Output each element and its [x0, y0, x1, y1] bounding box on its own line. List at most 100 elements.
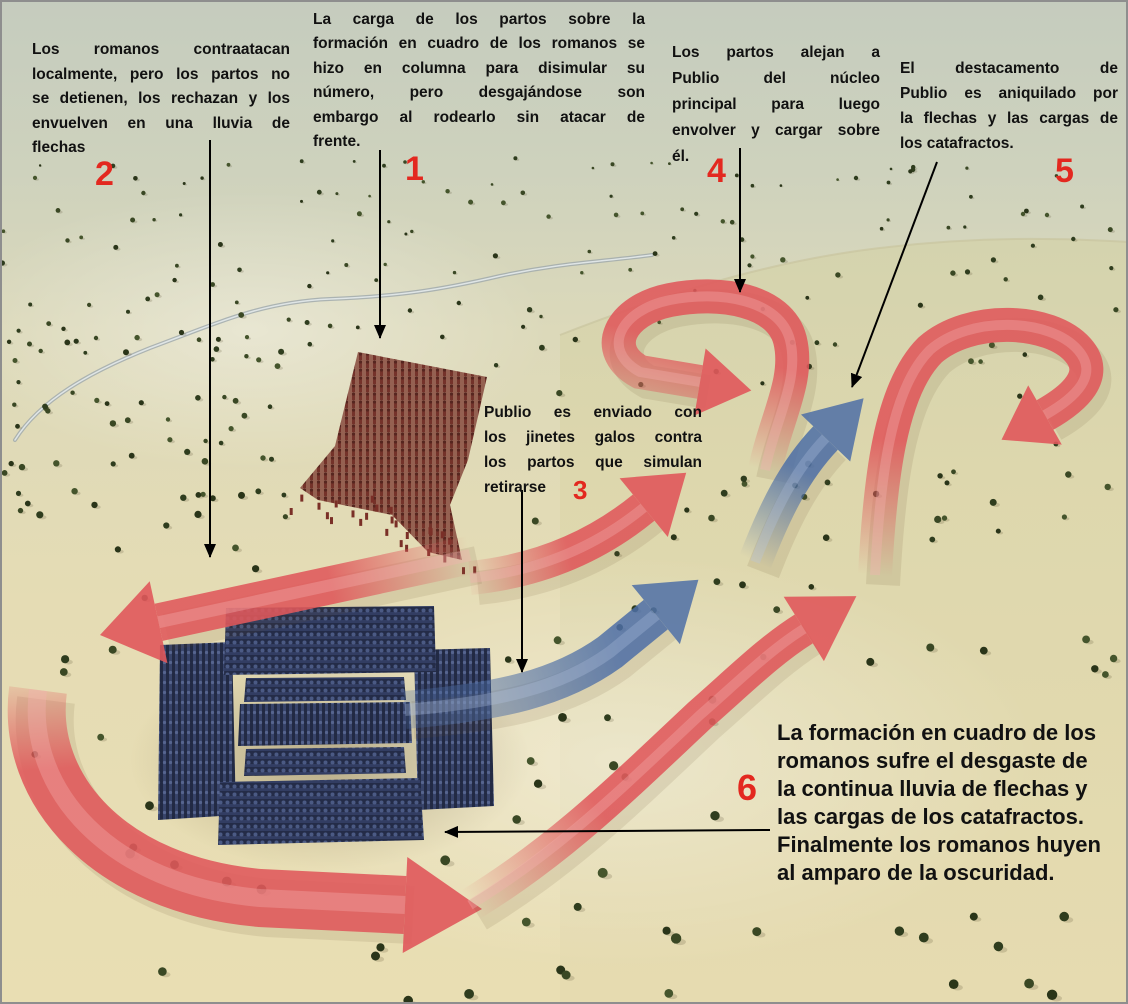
- tree: [808, 584, 815, 590]
- tree: [299, 159, 304, 164]
- tree: [326, 271, 330, 275]
- tree: [182, 182, 186, 185]
- note-line: se detienen, los rechazan y los: [32, 90, 290, 107]
- tree: [114, 546, 121, 553]
- parthian-rider: [365, 512, 369, 520]
- tree: [671, 236, 676, 240]
- tree: [1113, 307, 1119, 313]
- parthian-feigned-retreat-arrow: [468, 472, 687, 605]
- tree: [614, 551, 620, 557]
- tree: [210, 282, 216, 287]
- tree: [134, 334, 140, 341]
- tree: [1109, 266, 1114, 271]
- tree: [344, 263, 349, 267]
- tree: [750, 183, 755, 188]
- tree: [133, 176, 138, 181]
- tree: [668, 162, 671, 166]
- tree: [145, 296, 151, 302]
- tree: [64, 339, 71, 346]
- tree: [879, 226, 884, 231]
- note-line: embargo al rodearlo sin atacar de: [313, 108, 645, 126]
- tree: [720, 219, 725, 224]
- step-number-6: 6: [737, 767, 758, 808]
- parthian-rider: [440, 531, 444, 539]
- tree: [209, 495, 216, 502]
- note-line: número, pero desgajándose son: [313, 84, 645, 102]
- parthian-loop-arrow-left: [601, 279, 818, 484]
- tree: [464, 989, 474, 999]
- tree: [196, 337, 202, 343]
- tree: [513, 156, 518, 161]
- tree: [822, 534, 830, 541]
- tree: [55, 208, 61, 213]
- tree: [210, 357, 215, 362]
- tree: [234, 300, 239, 305]
- parthian-rider: [405, 532, 409, 539]
- note-line: flechas: [32, 139, 86, 156]
- tree: [988, 342, 995, 349]
- note-line: principal para luego: [672, 96, 880, 113]
- tree: [8, 460, 14, 467]
- tree: [662, 926, 671, 935]
- note-4: Los partos alejan a Publio del núcleo pr…: [672, 40, 880, 170]
- tree: [504, 656, 512, 663]
- tree: [1082, 635, 1090, 644]
- tree: [38, 348, 43, 354]
- tree: [501, 200, 506, 206]
- tree: [327, 323, 333, 329]
- tree: [512, 815, 521, 824]
- tree: [18, 463, 26, 471]
- tree: [950, 270, 956, 276]
- tree: [244, 354, 249, 359]
- tree: [468, 199, 474, 205]
- note-line: él.: [672, 148, 690, 165]
- river-highlight: [14, 254, 653, 441]
- tree: [628, 267, 633, 272]
- tree: [109, 420, 117, 427]
- tree: [597, 867, 608, 878]
- tree: [179, 213, 183, 217]
- tree: [178, 329, 185, 336]
- tree: [539, 344, 545, 351]
- tree: [27, 341, 32, 347]
- tree: [1017, 393, 1023, 399]
- parthian-rider: [399, 540, 403, 548]
- tree: [694, 211, 699, 216]
- tree: [1024, 208, 1029, 214]
- tree: [814, 340, 820, 346]
- tree: [670, 933, 682, 944]
- tree: [911, 164, 916, 170]
- tree: [87, 302, 92, 307]
- tree: [1, 229, 6, 233]
- tree: [609, 194, 613, 198]
- tree: [17, 507, 24, 514]
- tree: [866, 657, 875, 666]
- note-line: los catafractos.: [900, 135, 1014, 152]
- roman-block-center: [238, 702, 412, 746]
- tree: [1020, 211, 1026, 217]
- tree: [172, 277, 177, 283]
- tree: [556, 390, 563, 397]
- tree: [71, 488, 78, 495]
- tree: [53, 460, 60, 467]
- tree: [421, 180, 425, 184]
- tree: [521, 324, 526, 329]
- tree: [546, 214, 551, 219]
- tree: [403, 995, 413, 1004]
- tree: [237, 267, 242, 273]
- tree: [1037, 294, 1044, 301]
- tree: [195, 492, 202, 498]
- tree: [553, 636, 562, 645]
- tree: [278, 348, 285, 355]
- note-line: los partos que simulan: [484, 454, 702, 471]
- tree: [650, 161, 653, 165]
- parthian-rider: [317, 502, 321, 510]
- tree: [215, 336, 221, 342]
- tree: [152, 218, 156, 222]
- parthian-rider: [325, 512, 329, 520]
- tree: [640, 211, 645, 216]
- tree: [194, 510, 202, 518]
- tree: [741, 481, 748, 487]
- tree: [713, 578, 721, 585]
- tree: [929, 536, 936, 543]
